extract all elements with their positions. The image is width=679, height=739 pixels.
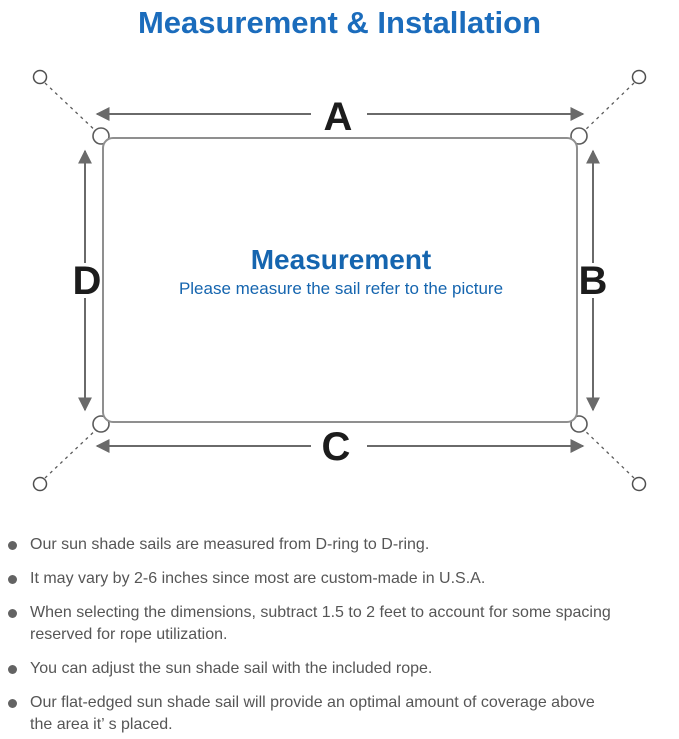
bullet-dot-icon [8, 665, 17, 674]
bullet-dot-icon [8, 699, 17, 708]
note-text: Our flat-edged sun shade sail will provi… [30, 694, 595, 711]
dashed-tension-line-top-left [44, 82, 101, 136]
note-text: When selecting the dimensions, subtract … [30, 604, 611, 621]
bullet-dot-icon [8, 541, 17, 550]
note-text: the area it’ s placed. [30, 716, 173, 733]
note-text: Our sun shade sails are measured from D-… [30, 536, 430, 553]
bullet-dot-icon [8, 575, 17, 584]
d-rings [92, 127, 588, 433]
anchor-ring-icon-bottom-left [32, 476, 48, 492]
dimension-label-d: D [73, 259, 102, 303]
dimension-label-c: C [322, 425, 351, 469]
page-title: Measurement & Installation [137, 5, 542, 40]
note-text: You can adjust the sun shade sail with t… [30, 660, 433, 677]
measurement-notes-list: Our sun shade sails are measured from D-… [0, 534, 679, 736]
d-ring-icon-top-left [92, 127, 110, 145]
dimension-arrows [78, 107, 600, 453]
sail-outline [102, 137, 578, 423]
dimension-label-a: A [324, 95, 353, 139]
list-item: Our flat-edged sun shade sail will provi… [6, 692, 650, 736]
diagram-center-caption: Please measure the sail refer to the pic… [179, 279, 503, 298]
anchor-ring-icon-top-right [631, 69, 647, 85]
dashed-tension-lines [44, 82, 635, 479]
anchor-rings [32, 69, 647, 492]
note-text: It may vary by 2-6 inches since most are… [30, 570, 486, 587]
anchor-ring-icon-top-left [32, 69, 48, 85]
list-item: When selecting the dimensions, subtract … [6, 602, 650, 646]
note-text: reserved for rope utilization. [30, 626, 228, 643]
list-item: It may vary by 2-6 inches since most are… [6, 568, 650, 590]
dashed-tension-line-bottom-right [579, 425, 635, 479]
d-ring-icon-top-right [570, 127, 588, 145]
bullet-dot-icon [8, 609, 17, 618]
d-ring-icon-bottom-left [92, 415, 110, 433]
diagram-center-heading: Measurement [251, 244, 432, 275]
dashed-tension-line-bottom-left [44, 425, 101, 479]
dimension-label-b: B [579, 259, 608, 303]
measurement-diagram: A B C D Measurement Please measure the s… [32, 69, 647, 492]
list-item: You can adjust the sun shade sail with t… [6, 658, 650, 680]
dashed-tension-line-top-right [579, 82, 635, 136]
d-ring-icon-bottom-right [570, 415, 588, 433]
anchor-ring-icon-bottom-right [631, 476, 647, 492]
list-item: Our sun shade sails are measured from D-… [6, 534, 650, 556]
